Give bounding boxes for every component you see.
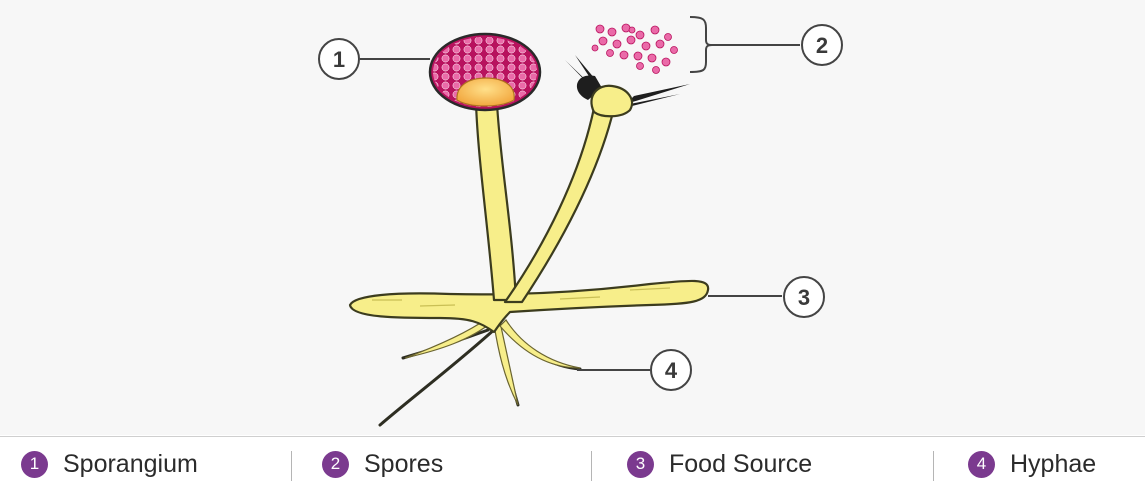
spore-cluster — [592, 24, 678, 74]
callout-4: 4 — [651, 350, 691, 390]
legend-divider — [291, 451, 292, 481]
ruptured-sporangium — [565, 55, 690, 116]
callout-2-number: 2 — [816, 33, 828, 58]
legend-number-badge: 3 — [627, 451, 654, 478]
diagram-area: 1 2 3 4 — [0, 0, 1145, 435]
spores-bracket — [690, 17, 712, 72]
rhizoids — [380, 326, 580, 425]
callout-2: 2 — [802, 25, 842, 65]
legend-label: Hyphae — [1010, 450, 1096, 479]
right-sporangiophore — [505, 108, 614, 302]
legend-divider — [933, 451, 934, 481]
callout-3: 3 — [784, 277, 824, 317]
legend-number-badge: 4 — [968, 451, 995, 478]
legend-bar: 1 Sporangium 2 Spores 3 Food Source 4 Hy… — [0, 436, 1145, 487]
legend-label: Food Source — [669, 450, 812, 479]
legend-item-sporangium: 1 Sporangium — [21, 449, 198, 479]
sporangium — [430, 34, 540, 110]
legend-label: Sporangium — [63, 450, 198, 479]
legend-item-hyphae: 4 Hyphae — [968, 449, 1096, 479]
callout-3-number: 3 — [798, 285, 810, 310]
bread-mould-illustration: 1 2 3 4 — [0, 0, 1145, 435]
legend-label: Spores — [364, 450, 443, 479]
legend-number-badge: 2 — [322, 451, 349, 478]
callout-1: 1 — [319, 39, 359, 79]
legend-item-spores: 2 Spores — [322, 449, 443, 479]
legend-item-food-source: 3 Food Source — [627, 449, 812, 479]
callout-4-number: 4 — [665, 358, 678, 383]
legend-number-badge: 1 — [21, 451, 48, 478]
left-sporangiophore — [476, 103, 516, 300]
callout-1-number: 1 — [333, 47, 345, 72]
legend-divider — [591, 451, 592, 481]
